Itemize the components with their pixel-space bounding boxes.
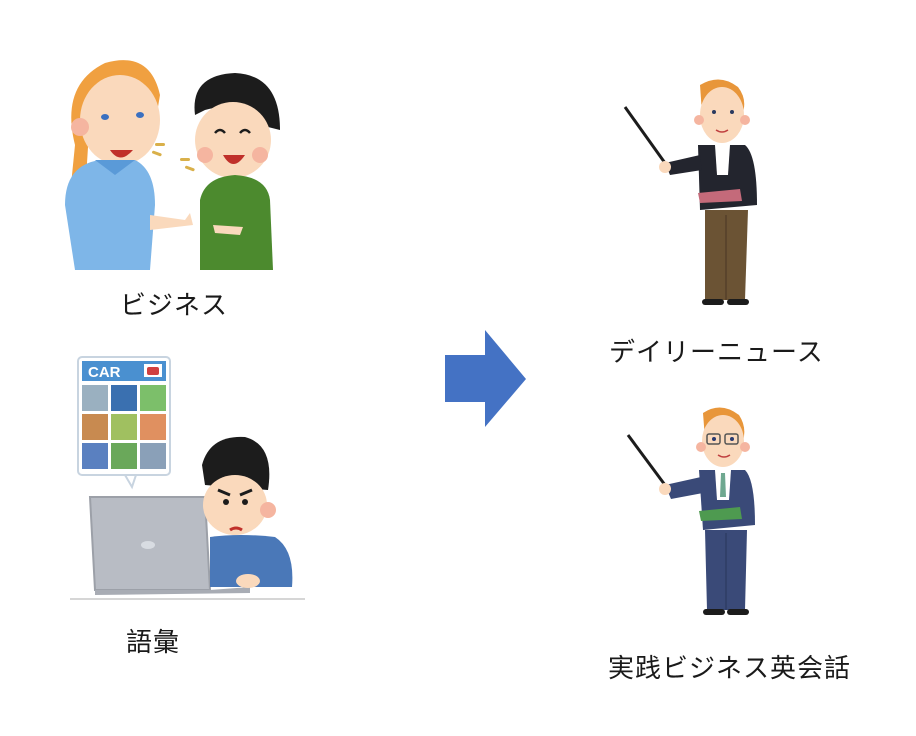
daily-news-label: デイリーニュース — [609, 338, 824, 368]
right-arrow-icon — [445, 330, 527, 428]
business-illustration — [55, 55, 290, 270]
vocabulary-illustration: CAR — [70, 355, 305, 600]
business-english-teacher-illustration — [625, 405, 760, 620]
vocab-card-title: CAR — [88, 364, 121, 381]
business-label: ビジネス — [120, 291, 229, 321]
business-english-label: 実践ビジネス英会話 — [608, 654, 852, 684]
vocabulary-label: 語彙 — [126, 628, 181, 658]
daily-news-teacher-illustration — [620, 75, 760, 310]
